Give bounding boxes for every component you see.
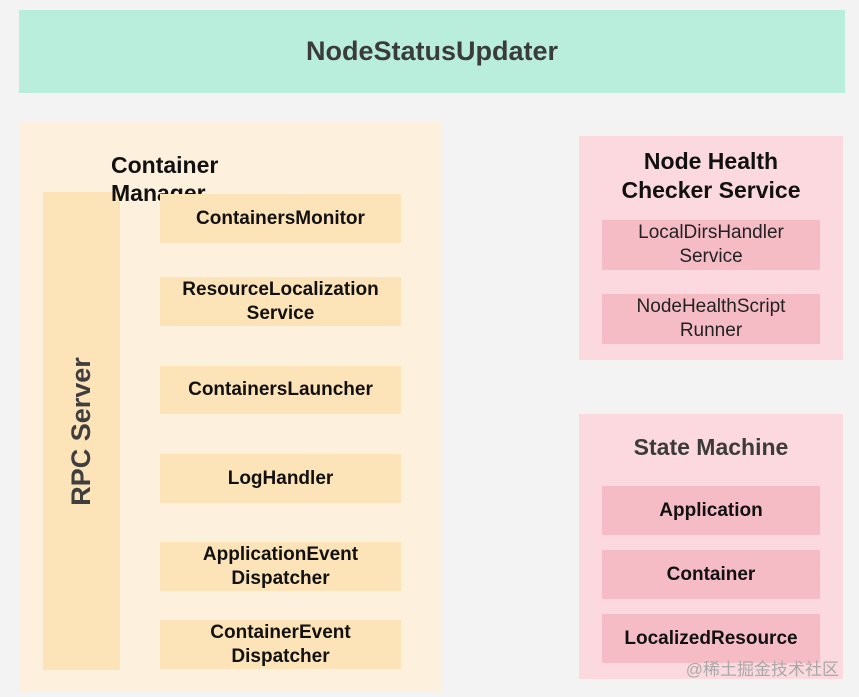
sm-item-container: Container (602, 550, 820, 599)
rpc-server-label: RPC Server (66, 356, 96, 506)
cm-item-resource-localization-service: ResourceLocalization Service (160, 277, 401, 326)
node-status-updater-title: NodeStatusUpdater (305, 36, 559, 66)
state-machine-title: State Machine (633, 434, 789, 460)
watermark: @稀土掘金技术社区 (685, 660, 839, 679)
cm-item-application-event-dispatcher: ApplicationEvent Dispatcher (160, 542, 401, 591)
node-health-checker-title: Node Health Checker Service (621, 148, 801, 203)
sm-item-localized-resource: LocalizedResource (602, 614, 820, 663)
rpc-server-box (43, 192, 120, 670)
nh-item-node-health-script-runner: NodeHealthScript Runner (602, 294, 820, 344)
sm-item-application: Application (602, 486, 820, 535)
cm-item-containers-monitor: ContainersMonitor (160, 194, 401, 243)
node-status-updater-box: NodeStatusUpdater (19, 10, 845, 93)
cm-item-containers-launcher: ContainersLauncher (160, 366, 401, 414)
cm-item-log-handler: LogHandler (160, 454, 401, 503)
nh-item-local-dirs-handler-service: LocalDirsHandler Service (602, 220, 820, 270)
cm-item-container-event-dispatcher: ContainerEvent Dispatcher (160, 620, 401, 669)
rpc-server-label-wrap: RPC Server (43, 192, 120, 670)
